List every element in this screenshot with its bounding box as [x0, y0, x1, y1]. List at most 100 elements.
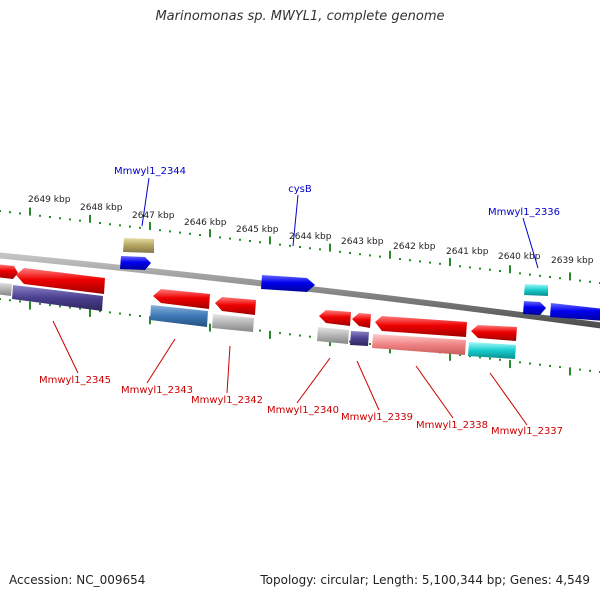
- ruler-tick-label: 2649 kbp: [28, 195, 71, 205]
- ruler-minor-tick: [129, 313, 131, 316]
- feature-mmwyl1-2342-marker[interactable]: [212, 314, 254, 332]
- gene-label-mmwyl1-2336[interactable]: Mmwyl1_2336: [488, 207, 560, 218]
- ruler-labels: 2649 kbp 2648 kbp 2647 kbp 2646 kbp 2645…: [28, 195, 594, 266]
- ruler-minor-tick: [349, 252, 351, 254]
- forward-strand-features: [120, 238, 600, 321]
- ruler-minor-tick: [109, 311, 111, 314]
- ruler-minor-tick: [579, 279, 581, 282]
- leader-line-mmwyl1-2344: [141, 177, 150, 227]
- gene-label-mmwyl1-2337[interactable]: Mmwyl1_2337: [491, 426, 563, 437]
- gene-label-mmwyl1-2345[interactable]: Mmwyl1_2345: [39, 375, 111, 386]
- ruler-minor-tick: [19, 300, 21, 303]
- ruler-minor-tick: [289, 244, 291, 247]
- feature-mmwyl1-2340-marker[interactable]: [317, 327, 349, 344]
- gene-label-mmwyl1-2340[interactable]: Mmwyl1_2340: [267, 405, 339, 416]
- ruler-minor-tick: [549, 364, 551, 367]
- feature-mmwyl1-2337[interactable]: [471, 325, 517, 341]
- feature-mmwyl1-2345-marker[interactable]: [12, 285, 103, 311]
- map-title: Marinomonas sp. MWYL1, complete genome: [155, 9, 445, 24]
- ruler-major-tick: [449, 352, 451, 361]
- feature-mmwyl1-2339[interactable]: [352, 313, 371, 328]
- ruler-minor-tick: [159, 229, 161, 232]
- feature-mmwyl1-2336-marker[interactable]: [524, 284, 548, 296]
- ruler-minor-tick: [99, 222, 101, 224]
- ruler-minor-tick: [219, 236, 221, 239]
- ruler-major-tick: [389, 345, 391, 354]
- ruler-minor-tick: [129, 225, 131, 228]
- ruler-minor-tick: [279, 332, 281, 335]
- ruler-minor-tick: [249, 240, 251, 242]
- leader-line-mmwyl1-2336: [522, 217, 539, 269]
- ruler-tick-label: 2641 kbp: [446, 247, 489, 257]
- gene-label-mmwyl1-2342[interactable]: Mmwyl1_2342: [191, 395, 263, 406]
- ruler-minor-tick: [179, 231, 181, 234]
- feature-mmwyl1-2345[interactable]: [16, 268, 105, 294]
- gene-label-cysb[interactable]: cysB: [288, 184, 312, 195]
- ruler-major-tick: [29, 207, 31, 216]
- ruler-minor-tick: [459, 265, 461, 268]
- feature-reverse-cds-left[interactable]: [0, 264, 18, 279]
- ruler-minor-tick: [579, 368, 581, 371]
- feature-mmwyl1-2338-marker[interactable]: [372, 334, 466, 355]
- leader-line-cysb: [292, 194, 299, 247]
- ruler-tick-label: 2643 kbp: [341, 237, 384, 247]
- feature-mmwyl1-2342[interactable]: [215, 297, 256, 315]
- feature-mmwyl1-2340[interactable]: [319, 310, 351, 326]
- ruler-tick-label: 2639 kbp: [551, 256, 594, 266]
- ruler-minor-tick: [0, 298, 1, 300]
- feature-mmwyl1-2337-marker[interactable]: [468, 342, 516, 359]
- ruler-minor-tick: [559, 366, 561, 369]
- ruler-minor-tick: [479, 356, 481, 359]
- ruler-minor-tick: [59, 305, 61, 308]
- gene-label-mmwyl1-2339[interactable]: Mmwyl1_2339: [341, 412, 413, 423]
- ruler-minor-tick: [289, 333, 291, 336]
- feature-forward-cds-right[interactable]: [550, 303, 600, 321]
- ruler-minor-tick: [49, 216, 51, 218]
- ruler-major-tick: [89, 214, 91, 223]
- ruler-minor-tick: [139, 226, 141, 229]
- feature-mmwyl1-2344[interactable]: [120, 256, 151, 270]
- ruler-minor-tick: [99, 310, 101, 313]
- feature-mmwyl1-2338[interactable]: [375, 316, 467, 337]
- feature-mmwyl1-2336[interactable]: [523, 301, 546, 315]
- ruler-minor-tick: [539, 274, 541, 277]
- leader-line-mmwyl1-2337: [489, 372, 528, 426]
- feature-cysb[interactable]: [261, 275, 315, 292]
- ruler-minor-tick: [519, 272, 521, 275]
- ruler-minor-tick: [419, 260, 421, 263]
- ruler-minor-tick: [139, 315, 141, 317]
- ruler-tick-label: 2648 kbp: [80, 203, 123, 213]
- feature-mmwyl1-2339-marker[interactable]: [350, 331, 369, 346]
- ruler-minor-tick: [9, 299, 11, 302]
- ruler-minor-tick: [589, 369, 591, 372]
- ruler-major-tick: [509, 265, 511, 274]
- ruler-tick-label: 2642 kbp: [393, 242, 436, 252]
- ruler-minor-tick: [529, 362, 531, 365]
- accession-text: Accession: NC_009654: [9, 573, 146, 587]
- ruler-minor-tick: [199, 234, 201, 236]
- ruler-major-tick: [149, 222, 151, 230]
- ruler-marks: [0, 207, 600, 376]
- gene-label-mmwyl1-2343[interactable]: Mmwyl1_2343: [121, 385, 193, 396]
- ruler-minor-tick: [499, 358, 501, 361]
- gene-label-mmwyl1-2344[interactable]: Mmwyl1_2344: [114, 166, 186, 177]
- feature-mmwyl1-2343-marker[interactable]: [150, 305, 208, 327]
- ruler-minor-tick: [39, 302, 41, 305]
- leader-line-mmwyl1-2345: [52, 320, 79, 374]
- feature-mmwyl1-2344-marker[interactable]: [123, 238, 154, 253]
- ruler-minor-tick: [379, 255, 381, 258]
- ruler-minor-tick: [79, 219, 81, 222]
- ruler-minor-tick: [189, 232, 191, 235]
- feature-mmwyl1-2343[interactable]: [153, 289, 210, 309]
- ruler-minor-tick: [229, 237, 231, 240]
- ruler-minor-tick: [299, 246, 301, 248]
- ruler-minor-tick: [369, 343, 371, 345]
- ruler-minor-tick: [9, 211, 11, 214]
- gene-label-mmwyl1-2338[interactable]: Mmwyl1_2338: [416, 420, 488, 431]
- ruler-minor-tick: [109, 223, 111, 226]
- ruler-major-tick: [269, 330, 271, 339]
- ruler-major-tick: [209, 323, 211, 332]
- ruler-major-tick: [329, 243, 331, 252]
- feature-mmwyl1-2345-marker-left[interactable]: [0, 282, 12, 296]
